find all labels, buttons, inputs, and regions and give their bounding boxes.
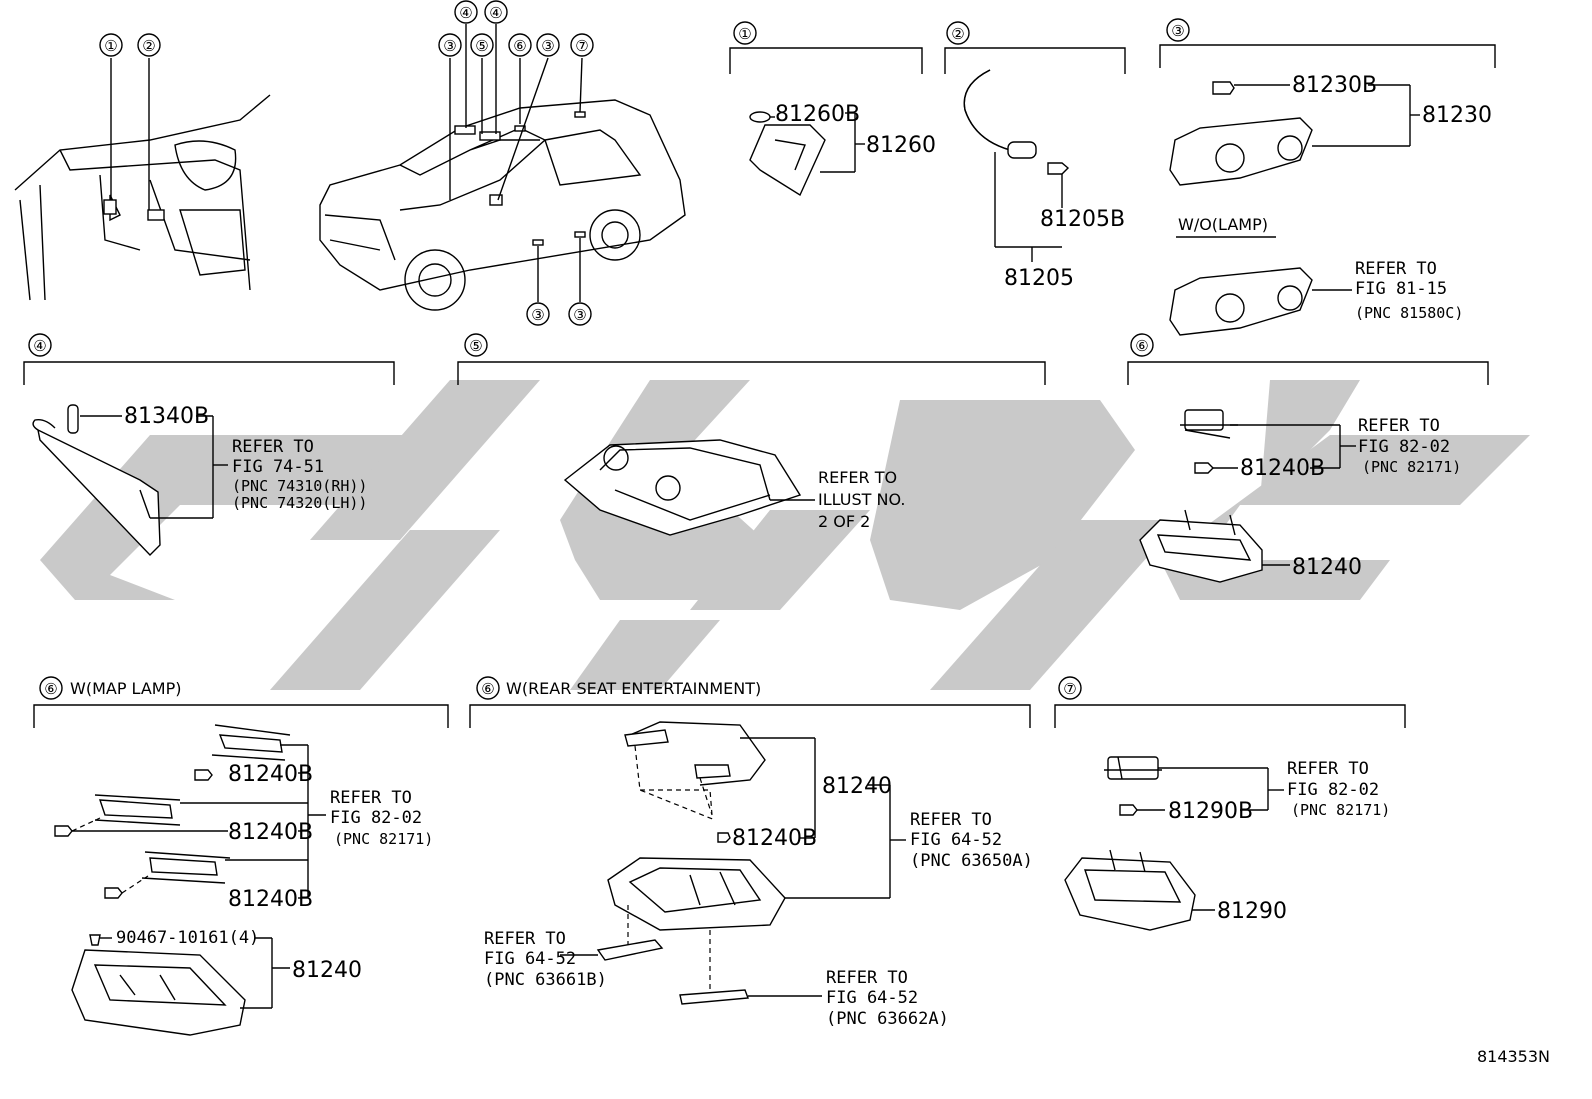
callout-vehicle-3c: ③	[526, 302, 550, 326]
part-81230B: 81230B	[1292, 73, 1377, 98]
section-6: ⑥ REFER TO FIG 82-02 (PNC 82171) 81240B …	[1127, 333, 1489, 583]
svg-text:REFER TO: REFER TO	[232, 437, 314, 457]
callout-1: ①	[99, 33, 123, 57]
part-81340B: 81340B	[124, 404, 209, 429]
part-81260: 81260	[866, 133, 936, 158]
part-81240B: 81240B	[1240, 456, 1325, 481]
svg-text:③: ③	[443, 37, 456, 55]
vehicle-illustration	[319, 24, 686, 311]
svg-text:FIG 74-51: FIG 74-51	[232, 457, 324, 477]
svg-text:REFER TO: REFER TO	[826, 968, 908, 988]
screw-90467-10161: 90467-10161(4)	[116, 928, 259, 948]
section-5: ⑤ REFER TO ILLUST NO. 2 OF 2	[457, 333, 1046, 536]
callout-vehicle-4a: ④	[454, 0, 478, 24]
variant-label: W/O(LAMP)	[1178, 215, 1268, 234]
svg-text:①: ①	[738, 25, 751, 43]
svg-text:REFER TO: REFER TO	[910, 810, 992, 830]
section-3: ③ 81230B 81230 W/O(LAMP) REFER TO FIG 81…	[1159, 18, 1496, 336]
svg-text:FIG 82-02: FIG 82-02	[330, 808, 422, 828]
part-81240B-1: 81240B	[228, 762, 313, 787]
callout-vehicle-3a: ③	[438, 33, 462, 57]
part-81205B: 81205B	[1040, 207, 1125, 232]
svg-text:(PNC 74320(LH)): (PNC 74320(LH))	[232, 494, 367, 512]
svg-text:FIG 64-52: FIG 64-52	[910, 830, 1002, 850]
section-1: ① 81260B 81260	[729, 21, 936, 197]
svg-text:(PNC 74310(RH)): (PNC 74310(RH))	[232, 477, 367, 495]
callout-vehicle-3b: ③	[536, 33, 560, 57]
svg-text:FIG 82-02: FIG 82-02	[1358, 437, 1450, 457]
svg-text:③: ③	[531, 306, 544, 324]
part-81205: 81205	[1004, 266, 1074, 291]
part-81290: 81290	[1217, 899, 1287, 924]
svg-text:FIG 64-52: FIG 64-52	[484, 949, 576, 969]
svg-text:2 OF 2: 2 OF 2	[818, 512, 870, 531]
part-81240B-2: 81240B	[228, 820, 313, 845]
callout-vehicle-3d: ③	[568, 302, 592, 326]
section-4: ④ 81340B REFER TO FIG 74-51 (PNC 74310(R…	[23, 333, 395, 557]
part-81260B: 81260B	[775, 102, 860, 127]
part-81240: 81240	[292, 958, 362, 983]
svg-text:(PNC 81580C): (PNC 81580C)	[1355, 304, 1463, 322]
svg-text:(PNC 63662A): (PNC 63662A)	[826, 1009, 949, 1029]
svg-text:ILLUST NO.: ILLUST NO.	[818, 490, 905, 509]
svg-text:③: ③	[541, 37, 554, 55]
svg-text:⑥: ⑥	[513, 37, 526, 55]
svg-text:④: ④	[33, 337, 46, 355]
svg-text:W(REAR SEAT ENTERTAINMENT): W(REAR SEAT ENTERTAINMENT)	[506, 679, 761, 698]
svg-text:REFER TO: REFER TO	[1287, 759, 1369, 779]
svg-text:(PNC 63661B): (PNC 63661B)	[484, 970, 607, 990]
svg-text:③: ③	[573, 306, 586, 324]
svg-text:(PNC 82171): (PNC 82171)	[334, 830, 433, 848]
svg-text:FIG 81-15: FIG 81-15	[1355, 279, 1447, 299]
svg-text:REFER TO: REFER TO	[1355, 259, 1437, 279]
figure-number: 814353N	[1477, 1047, 1550, 1066]
section-6-map-lamp: ⑥ W(MAP LAMP) 81240B 81240B 81240B REFER…	[33, 676, 449, 1036]
section-7: ⑦ REFER TO FIG 82-02 (PNC 82171) 81290B …	[1054, 676, 1406, 931]
svg-text:FIG 82-02: FIG 82-02	[1287, 780, 1379, 800]
part-81240B: 81240B	[732, 826, 817, 851]
section-6-rear-seat-entertainment: ⑥ W(REAR SEAT ENTERTAINMENT) 81240 81240…	[469, 676, 1033, 1029]
part-81240: 81240	[1292, 555, 1362, 580]
svg-text:(PNC 82171): (PNC 82171)	[1291, 801, 1390, 819]
part-81240: 81240	[822, 774, 892, 799]
svg-text:W(MAP LAMP): W(MAP LAMP)	[70, 679, 181, 698]
section-2: ② 81205B 81205	[944, 21, 1126, 291]
watermark-logo	[40, 380, 1530, 690]
part-81290B: 81290B	[1168, 799, 1253, 824]
callout-2: ②	[137, 33, 161, 57]
callout-vehicle-4b: ④	[484, 0, 508, 24]
svg-text:(PNC 82171): (PNC 82171)	[1362, 458, 1461, 476]
svg-text:①: ①	[104, 37, 117, 55]
svg-text:(PNC 63650A): (PNC 63650A)	[910, 851, 1033, 871]
part-81230: 81230	[1422, 103, 1492, 128]
callout-vehicle-5: ⑤	[470, 33, 494, 57]
svg-text:④: ④	[459, 4, 472, 22]
part-81240B-3: 81240B	[228, 887, 313, 912]
svg-text:REFER TO: REFER TO	[818, 468, 897, 487]
svg-text:REFER TO: REFER TO	[330, 788, 412, 808]
svg-text:⑥: ⑥	[481, 680, 494, 698]
svg-text:⑥: ⑥	[1135, 337, 1148, 355]
svg-text:③: ③	[1171, 22, 1184, 40]
svg-text:②: ②	[142, 37, 155, 55]
svg-text:⑥: ⑥	[44, 680, 57, 698]
svg-text:②: ②	[951, 25, 964, 43]
svg-text:REFER TO: REFER TO	[1358, 416, 1440, 436]
callout-vehicle-7: ⑦	[570, 33, 594, 57]
svg-text:⑤: ⑤	[469, 337, 482, 355]
svg-text:④: ④	[489, 4, 502, 22]
svg-text:REFER TO: REFER TO	[484, 929, 566, 949]
dashboard-illustration	[14, 58, 271, 301]
svg-text:⑦: ⑦	[575, 37, 588, 55]
callout-vehicle-6: ⑥	[508, 33, 532, 57]
svg-text:⑤: ⑤	[475, 37, 488, 55]
svg-text:⑦: ⑦	[1063, 680, 1076, 698]
svg-text:FIG 64-52: FIG 64-52	[826, 988, 918, 1008]
